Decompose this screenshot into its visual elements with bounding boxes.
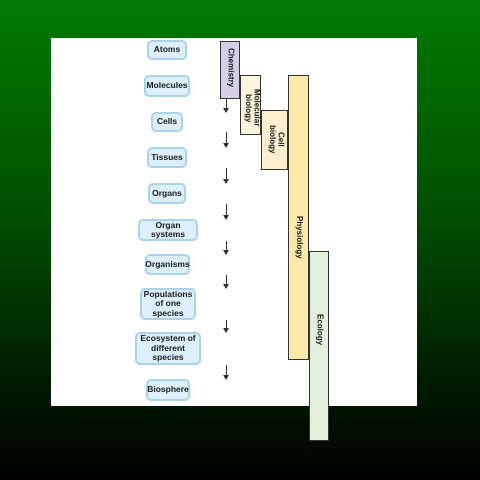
bar-cell-biology: Cell biology <box>261 110 288 170</box>
node-tissues: Tissues <box>147 147 187 168</box>
arrow-9 <box>223 365 229 380</box>
bar-ecology: Ecology <box>309 251 329 441</box>
arrow-7 <box>223 275 229 289</box>
arrow-2 <box>223 97 229 113</box>
node-atoms: Atoms <box>147 40 187 60</box>
node-biosphere: Biosphere <box>146 379 190 401</box>
bar-chemistry: Chemistry <box>220 41 240 99</box>
node-populations: Populations of one species <box>140 288 196 320</box>
node-organ-systems: Organ systems <box>138 219 198 241</box>
arrow-8 <box>223 320 229 333</box>
bar-physiology: Physiology <box>288 75 309 360</box>
node-organisms: Organisms <box>145 254 190 275</box>
node-molecules: Molecules <box>144 75 190 97</box>
label-cell-biology: Cell biology <box>268 124 286 154</box>
bar-molecular-biology: Molecular biology <box>240 75 262 135</box>
node-organs: Organs <box>148 183 186 204</box>
label-molecular-biology: Molecular biology <box>244 89 262 127</box>
label-physiology: Physiology <box>294 216 304 259</box>
arrow-6 <box>223 241 229 255</box>
arrow-3 <box>223 132 229 148</box>
arrow-4 <box>223 168 229 184</box>
arrow-5 <box>223 204 229 220</box>
diagram-panel: Atoms Molecules Cells Tissues Organs Org… <box>51 38 417 441</box>
label-chemistry: Chemistry <box>226 48 236 88</box>
node-cells: Cells <box>151 112 183 132</box>
label-ecology: Ecology <box>315 314 325 346</box>
node-ecosystem: Ecosystem of different species <box>135 332 201 365</box>
